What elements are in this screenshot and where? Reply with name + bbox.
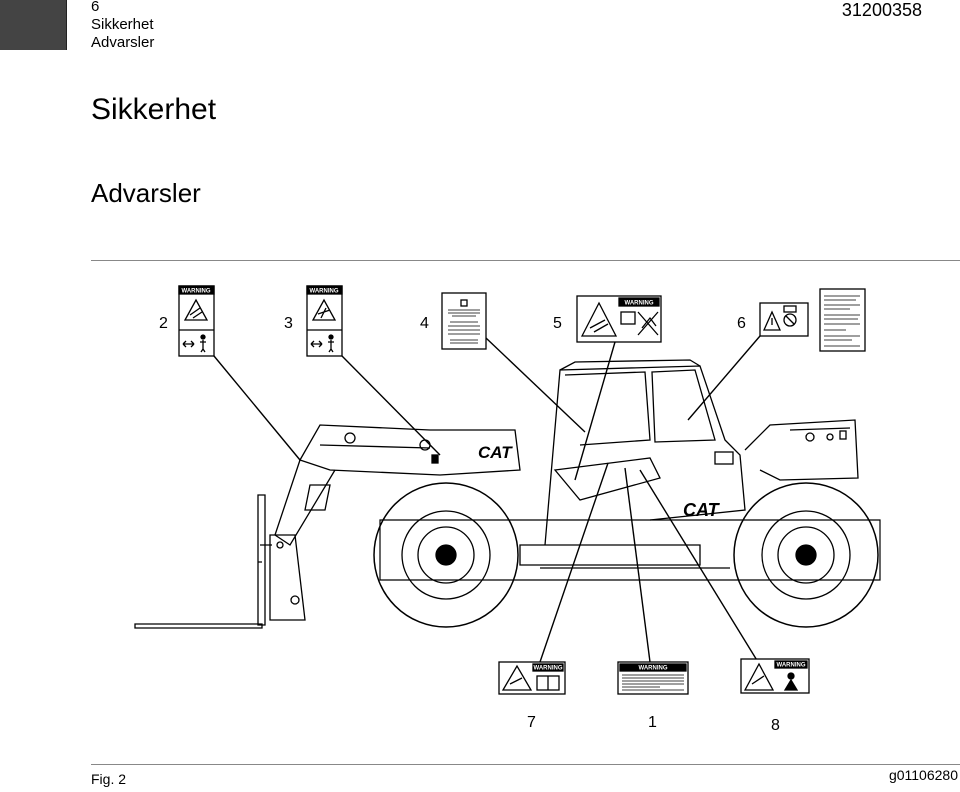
decal-1-heading: WARNING bbox=[639, 666, 668, 672]
callout-2: 2 bbox=[159, 315, 168, 332]
bottom-divider bbox=[91, 764, 960, 765]
decal-7-heading: WARNING bbox=[534, 666, 563, 672]
callout-6: 6 bbox=[737, 315, 746, 332]
decal-7: WARNING bbox=[498, 661, 566, 695]
callout-4: 4 bbox=[420, 315, 429, 332]
callout-1: 1 bbox=[648, 714, 657, 731]
decal-5-heading: WARNING bbox=[625, 301, 654, 307]
page-title: Sikkerhet bbox=[91, 93, 217, 126]
figure-label: Fig. 2 bbox=[91, 771, 127, 787]
callout-5: 5 bbox=[553, 315, 562, 332]
telehandler-machine: CAT CAT bbox=[134, 359, 881, 629]
decal-6 bbox=[759, 302, 809, 337]
chapter-tab bbox=[0, 0, 67, 50]
header-section: Sikkerhet bbox=[91, 16, 154, 33]
decal-4 bbox=[441, 292, 487, 350]
document-number: 31200358 bbox=[841, 0, 922, 20]
decal-3-heading: WARNING bbox=[310, 289, 339, 295]
page-number: 6 bbox=[91, 0, 100, 15]
callout-3: 3 bbox=[284, 315, 293, 332]
decal-5: WARNING bbox=[576, 295, 662, 343]
figure-image-id: g01106280 bbox=[888, 767, 958, 783]
decal-8-heading: WARNING bbox=[777, 663, 806, 669]
decal-2: WARNING bbox=[178, 285, 215, 357]
boom-brand-logo: CAT bbox=[478, 443, 513, 462]
decal-instruction-card bbox=[819, 288, 866, 352]
section-heading: Advarsler bbox=[91, 178, 201, 208]
decal-2-heading: WARNING bbox=[182, 289, 211, 295]
leader-lines bbox=[213, 335, 761, 663]
header-subsection: Advarsler bbox=[91, 34, 155, 51]
decal-8: WARNING bbox=[740, 658, 810, 694]
callout-7: 7 bbox=[527, 714, 536, 731]
decal-1: WARNING bbox=[617, 661, 689, 695]
body-brand-logo: CAT bbox=[683, 500, 721, 520]
decal-3: WARNING bbox=[306, 285, 343, 357]
top-divider bbox=[91, 260, 960, 261]
callout-8: 8 bbox=[771, 717, 780, 734]
